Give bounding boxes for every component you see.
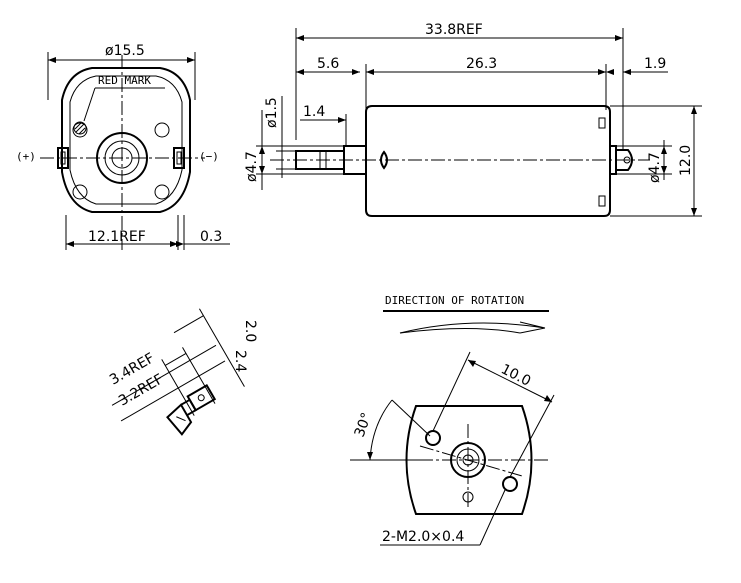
shaft-flat-label: 1.4 <box>303 104 325 120</box>
terminal-detail: 3.4REF 3.2REF 2.4 2.0 <box>107 308 258 436</box>
shaft-length-label: 5.6 <box>317 56 339 72</box>
overall-length-label: 33.8REF <box>425 22 483 38</box>
terminal-negative-label: (−) <box>199 150 219 163</box>
front-diameter-label: ø15.5 <box>105 43 145 59</box>
rear-view: DIRECTION OF ROTATION 30° 10.0 <box>350 294 555 546</box>
hole-spacing-label: 10.0 <box>498 361 533 389</box>
rear-length-label: 1.9 <box>644 56 666 72</box>
body-height-label: 12.0 <box>678 145 694 176</box>
hole-angle-label: 30° <box>352 411 376 440</box>
terminal-positive-label: (+) <box>16 150 36 163</box>
terminal-width-b-label: 2.0 <box>242 320 258 342</box>
screw-spec-label: 2-M2.0×0.4 <box>382 529 464 545</box>
rotation-title: DIRECTION OF ROTATION <box>385 294 524 307</box>
rear-boss-diameter-label: ø4.7 <box>647 152 663 183</box>
boss-diameter-label: ø4.7 <box>244 151 260 182</box>
side-view: 33.8REF 5.6 26.3 1.9 <box>244 22 702 217</box>
shaft-diameter-label: ø1.5 <box>264 97 280 128</box>
front-width-ref-label: 12.1REF <box>88 229 146 245</box>
red-mark-symbol <box>73 121 87 135</box>
front-offset-label: 0.3 <box>200 229 222 245</box>
body-length-label: 26.3 <box>466 56 497 72</box>
front-view: ø15.5 RED MARK (+) (−) 12.1REF 0.3 <box>16 43 230 250</box>
red-mark-label: RED MARK <box>98 74 151 87</box>
terminal-width-a-label: 2.4 <box>232 350 248 372</box>
